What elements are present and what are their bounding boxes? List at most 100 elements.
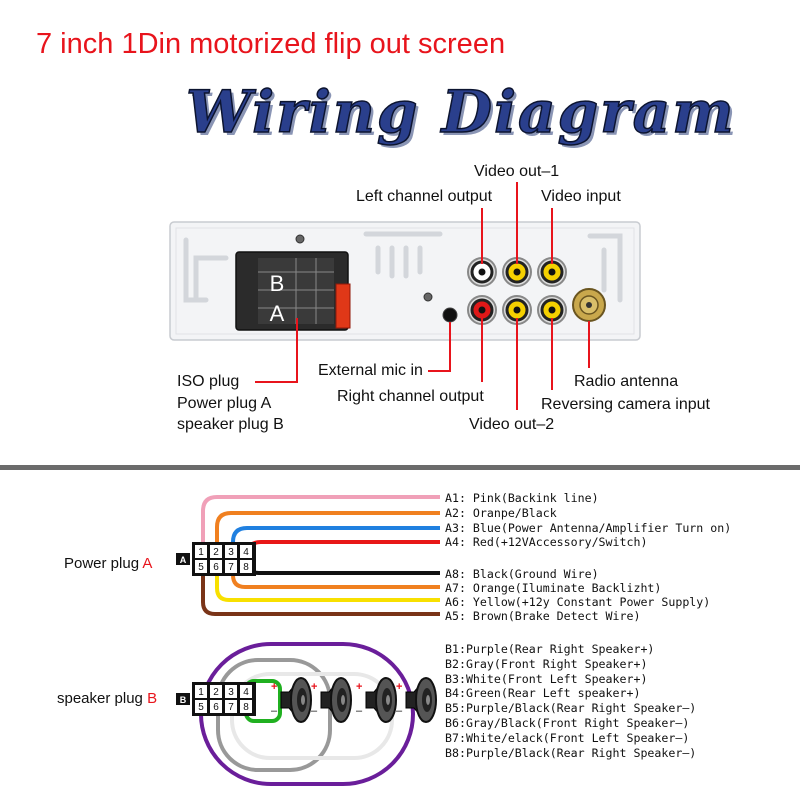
svg-text:2: 2 <box>213 687 219 698</box>
left-channel-output-label: Left channel output <box>356 188 493 205</box>
speaker-plug-heading: speaker plug B <box>57 690 158 707</box>
power-wire-label: A6: Yellow(+12y Constant Power Supply) <box>445 595 711 609</box>
speaker-plug-pin-2 <box>210 685 222 698</box>
power-wire-label: A3: Blue(Power Antenna/Amplifier Turn on… <box>445 521 732 535</box>
svg-text:1: 1 <box>198 687 204 698</box>
speaker-icon: +– <box>356 677 397 723</box>
speaker-wire-label: B7:White/elack(Front Left Speaker–) <box>445 731 690 745</box>
radio-antenna-label: Radio antenna <box>574 373 679 390</box>
svg-text:7: 7 <box>228 702 234 713</box>
power-wire-4 <box>245 540 440 557</box>
head-unit-back-panel: B A <box>169 182 641 410</box>
iso-letter-b: B <box>270 271 285 296</box>
power-plug-tag: A <box>180 555 187 565</box>
power-plug-pin-7 <box>225 560 237 573</box>
reversing-camera-label: Reversing camera input <box>541 396 710 413</box>
power-plug-pin-1 <box>195 545 207 558</box>
callout-lines <box>255 182 590 410</box>
polarity-minus: – <box>396 705 403 717</box>
power-wire-6 <box>231 566 440 589</box>
polarity-minus: – <box>271 705 278 717</box>
speaker-icon: +– <box>396 677 437 723</box>
iso-letter-a: A <box>270 301 285 326</box>
svg-text:3: 3 <box>228 687 234 698</box>
power-plug-a-label: Power plug A <box>177 395 272 412</box>
speaker-icon: +– <box>311 677 352 723</box>
svg-text:4: 4 <box>243 687 249 698</box>
screw-icon <box>423 292 433 302</box>
speaker-wire-label: B4:Green(Rear Left speaker+) <box>445 686 641 700</box>
diagram-title: Wiring Diagram <box>185 77 736 147</box>
power-wire-5 <box>245 560 440 575</box>
speaker-wire-label: B5:Purple/Black(Rear Right Speaker–) <box>445 701 697 715</box>
rca-right-out-icon <box>467 295 497 325</box>
speaker-wire-label: B1:Purple(Rear Right Speaker+) <box>445 642 655 656</box>
section-divider <box>0 465 800 470</box>
power-plug-pin-2 <box>210 545 222 558</box>
power-wire-label: A8: Black(Ground Wire) <box>445 567 599 581</box>
chassis-emboss-pattern <box>183 231 623 303</box>
polarity-minus: – <box>356 705 363 717</box>
iso-plug-label: ISO plug <box>177 373 240 390</box>
power-wire-label: A1: Pink(Backink line) <box>445 491 599 505</box>
svg-text:3: 3 <box>228 547 234 558</box>
speaker-wire-label: B3:White(Front Left Speaker+) <box>445 672 648 686</box>
svg-text:8: 8 <box>243 702 249 713</box>
speaker-wire-label: B8:Purple/Black(Rear Right Speaker–) <box>445 746 697 760</box>
external-mic-label: External mic in <box>318 362 423 379</box>
power-wire-1 <box>201 495 440 552</box>
speaker-plug-pin-6 <box>210 700 222 713</box>
power-wire-label: A7: Orange(Iluminate Backlizht) <box>445 581 662 595</box>
power-plug-pin-3 <box>225 545 237 558</box>
power-wire-7 <box>215 566 440 602</box>
right-channel-output-label: Right channel output <box>337 388 484 405</box>
iso-connector <box>235 251 351 331</box>
power-wire-2 <box>215 511 440 552</box>
svg-text:6: 6 <box>213 562 219 573</box>
speaker-plug-pin-1 <box>195 685 207 698</box>
power-wire-label: A5: Brown(Brake Detect Wire) <box>445 609 641 623</box>
svg-text:6: 6 <box>213 702 219 713</box>
speaker-wire-label: B2:Gray(Front Right Speaker+) <box>445 657 648 671</box>
svg-text:8: 8 <box>243 562 249 573</box>
rca-video-in-icon <box>537 257 567 287</box>
polarity-plus: + <box>311 681 317 693</box>
page-title: 7 inch 1Din motorized flip out screen <box>36 28 506 60</box>
svg-text:2: 2 <box>213 547 219 558</box>
svg-text:1: 1 <box>198 547 204 558</box>
rca-camera-in-icon <box>537 295 567 325</box>
rca-jacks <box>467 257 567 325</box>
svg-text:4: 4 <box>243 547 249 558</box>
power-wire-label: A4: Red(+12VAccessory/Switch) <box>445 535 648 549</box>
speaker-plug-pin-7 <box>225 700 237 713</box>
power-wire-3 <box>231 526 440 552</box>
speaker-wire-label: B6:Gray/Black(Front Right Speaker–) <box>445 716 690 730</box>
antenna-socket-icon <box>572 288 606 322</box>
screw-icon <box>295 234 305 244</box>
polarity-plus: + <box>356 681 362 693</box>
polarity-plus: + <box>271 681 277 693</box>
speaker-plug-pin-8 <box>240 700 252 713</box>
polarity-plus: + <box>396 681 402 693</box>
mic-jack-icon <box>442 307 458 323</box>
power-plug-heading: Power plug A <box>64 555 153 572</box>
polarity-minus: – <box>311 705 318 717</box>
power-plug-pin-4 <box>240 545 252 558</box>
speaker-icon: +– <box>271 677 312 723</box>
video-input-label: Video input <box>541 188 621 205</box>
power-wire-8 <box>201 566 440 616</box>
rca-video-out2-icon <box>502 295 532 325</box>
power-plug-pin-8 <box>240 560 252 573</box>
power-plug-pin-5 <box>195 560 207 573</box>
speaker-plug-pin-3 <box>225 685 237 698</box>
speaker-plug-pin-5 <box>195 700 207 713</box>
speaker-plug-tag: B <box>180 695 187 705</box>
power-wire-label: A2: Oranpe/Black <box>445 506 557 520</box>
speaker-plug-b-label: speaker plug B <box>177 416 284 433</box>
speaker-plug-pin-4 <box>240 685 252 698</box>
video-out2-label: Video out–2 <box>469 416 555 433</box>
power-plug-pin-6 <box>210 560 222 573</box>
svg-text:5: 5 <box>198 702 204 713</box>
